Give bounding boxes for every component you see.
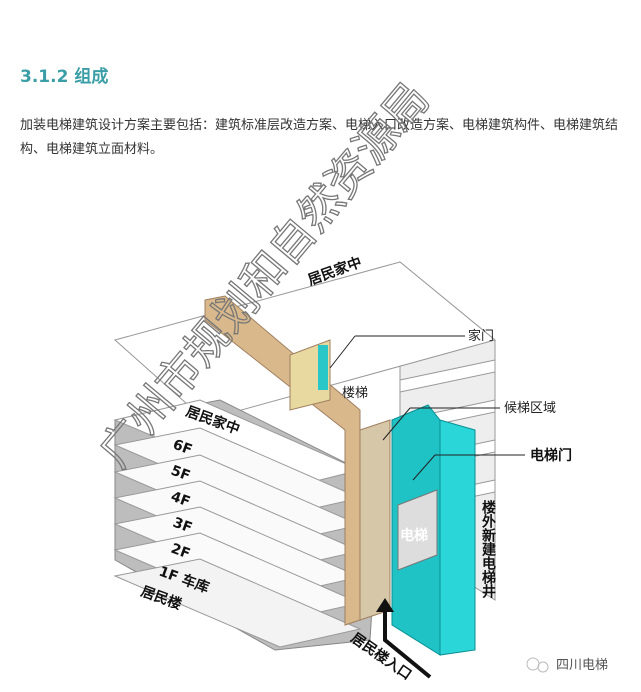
section-title: 3.1.2 组成	[20, 67, 109, 87]
source-name: 四川电梯	[556, 658, 608, 673]
label-door: 家门	[468, 328, 494, 344]
floor-label: 3F	[171, 515, 195, 537]
floor-label: 6F	[171, 437, 195, 459]
label-elevator: 电梯	[400, 527, 428, 544]
floor-slabs	[113, 399, 381, 651]
section-paragraph: 加装电梯建筑设计方案主要包括：建筑标准层改造方案、电梯入口改造方案、电梯建筑构件…	[20, 118, 619, 157]
waiting-area	[359, 419, 391, 621]
source-badge: 四川电梯	[526, 657, 608, 673]
label-waiting: 候梯区域	[504, 401, 556, 416]
entrance-arrow	[383, 608, 432, 679]
floor-label: 2F	[169, 541, 193, 563]
elevator-shaft-side	[439, 419, 476, 656]
roof-slab	[113, 261, 497, 421]
floor-label: 4F	[169, 489, 193, 511]
wechat-icon	[526, 657, 540, 671]
elevator-cab	[397, 489, 438, 571]
arrow-head	[376, 598, 394, 612]
label-elevator-door: 电梯门	[530, 447, 572, 464]
home-door	[318, 345, 328, 390]
label-stairs: 楼梯	[342, 386, 368, 401]
floor-label: 5F	[169, 463, 193, 485]
label-shaft: 楼外新建电梯井	[480, 499, 496, 599]
leader-lines	[329, 335, 525, 481]
